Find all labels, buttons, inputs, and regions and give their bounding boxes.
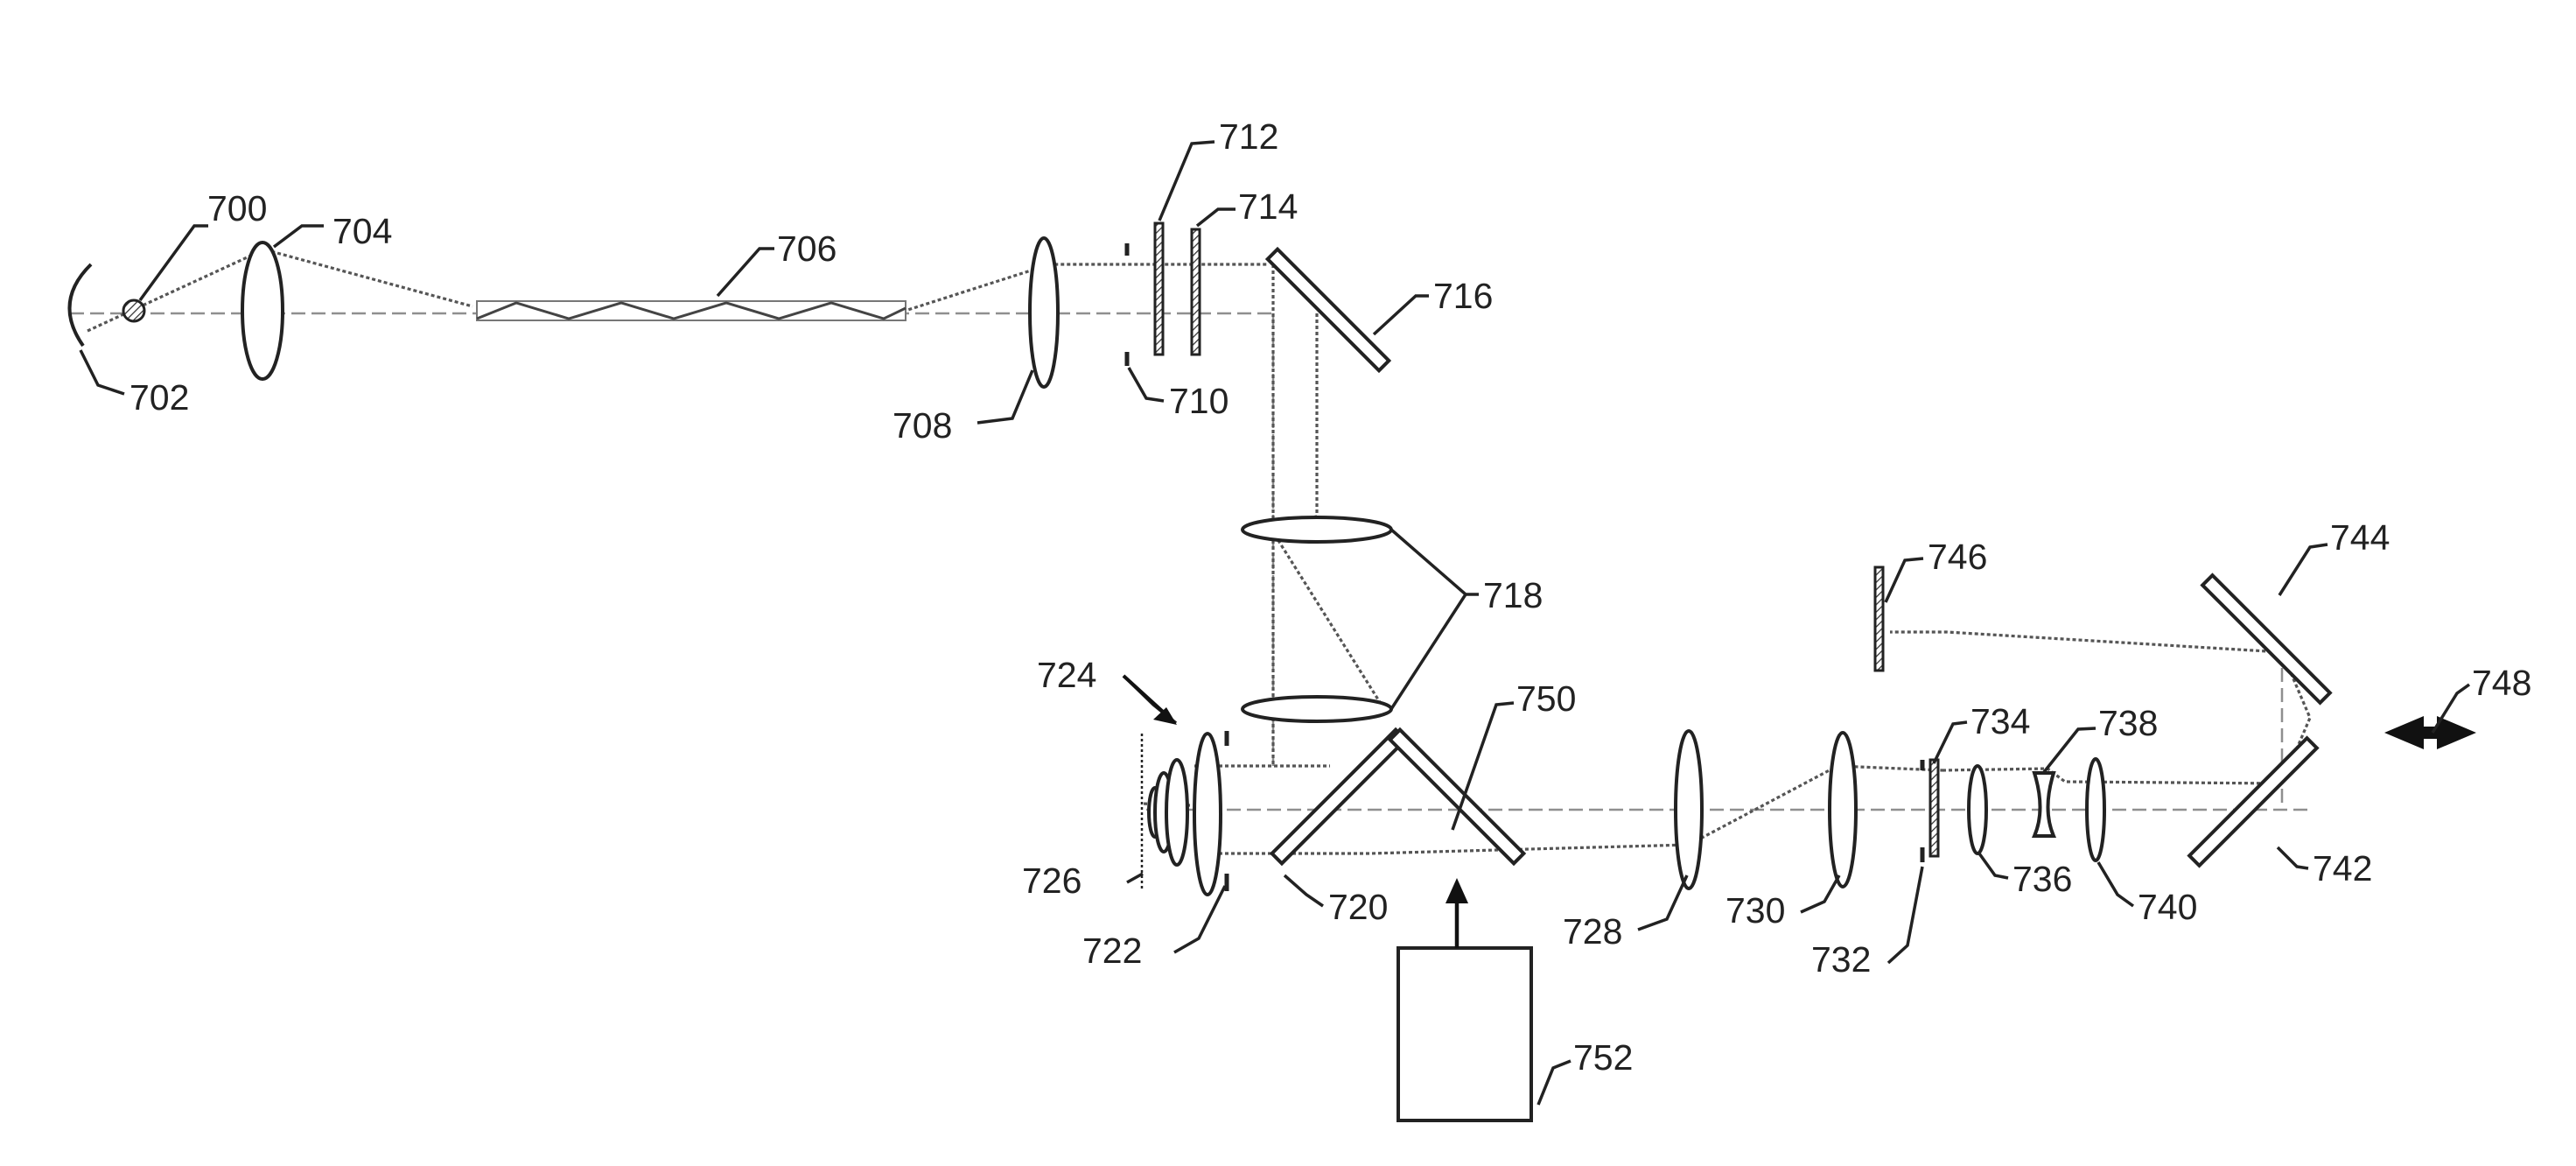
label-730: 730 — [1726, 890, 1785, 931]
label-720: 720 — [1328, 887, 1388, 927]
label-722: 722 — [1082, 931, 1142, 971]
label-728: 728 — [1563, 911, 1622, 952]
plate-712 — [1155, 223, 1163, 355]
label-726: 726 — [1022, 860, 1082, 901]
plate-714 — [1192, 229, 1200, 355]
label-752: 752 — [1573, 1037, 1633, 1078]
lens-708 — [1030, 238, 1058, 387]
negative-lens-738 — [2034, 773, 2054, 836]
mirror-744 — [2202, 575, 2330, 703]
label-724: 724 — [1037, 655, 1096, 695]
label-748: 748 — [2472, 663, 2531, 703]
arrow-724-head — [1153, 707, 1177, 725]
label-716: 716 — [1433, 276, 1493, 316]
label-702: 702 — [130, 377, 189, 418]
module-752 — [1398, 948, 1531, 1120]
mirror-716 — [1268, 249, 1390, 371]
light-source-700 — [123, 300, 144, 321]
relay-lens-718a — [1242, 517, 1391, 542]
target-746 — [1875, 567, 1883, 671]
label-732: 732 — [1811, 939, 1871, 980]
relay-lens-718b — [1242, 697, 1391, 721]
label-712: 712 — [1219, 116, 1278, 157]
label-706: 706 — [777, 228, 836, 269]
objective-724 — [1142, 731, 1227, 895]
label-750: 750 — [1516, 678, 1576, 719]
label-742: 742 — [2313, 848, 2372, 889]
condenser-lens-704 — [242, 242, 283, 379]
light-pipe-706 — [477, 301, 906, 320]
beamsplitter-720 — [1272, 730, 1406, 864]
lens-728 — [1676, 731, 1702, 889]
arrow-752-head — [1446, 878, 1468, 903]
label-704: 704 — [332, 211, 392, 251]
label-708: 708 — [892, 405, 952, 446]
label-744: 744 — [2330, 517, 2390, 558]
label-700: 700 — [207, 188, 267, 228]
label-710: 710 — [1169, 381, 1228, 421]
reflector-702 — [69, 264, 91, 346]
lens-730 — [1830, 733, 1856, 887]
label-740: 740 — [2138, 887, 2197, 927]
leader-lines — [80, 142, 2469, 1105]
reference-labels: 700 704 702 706 708 710 712 714 716 718 … — [130, 116, 2531, 1078]
label-746: 746 — [1928, 537, 1987, 577]
lens-736 — [1969, 766, 1986, 853]
plate-734 — [1930, 760, 1938, 856]
label-738: 738 — [2098, 703, 2158, 743]
label-718: 718 — [1483, 575, 1543, 615]
label-714: 714 — [1238, 186, 1298, 227]
double-arrow-748 — [2384, 716, 2476, 749]
lens-740 — [2087, 759, 2104, 860]
label-736: 736 — [2012, 859, 2072, 899]
mirror-742 — [2189, 738, 2317, 866]
beamsplitter-750 — [1390, 730, 1524, 864]
label-734: 734 — [1970, 701, 2030, 741]
